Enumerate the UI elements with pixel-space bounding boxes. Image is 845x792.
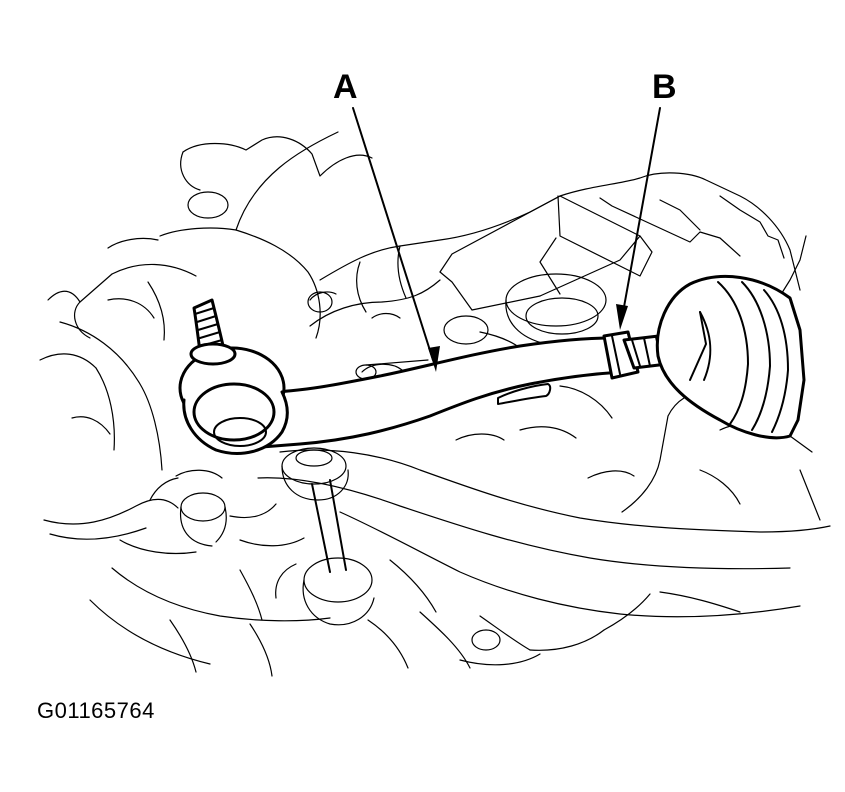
leader-lines	[352, 107, 661, 372]
background-components	[39, 131, 831, 677]
tie-rod-end	[178, 298, 624, 455]
figure-code: G01165764	[37, 698, 155, 723]
arrow-b-head	[616, 304, 628, 330]
steering-rack-boot	[655, 274, 806, 440]
arrow-a-head	[428, 346, 440, 372]
callout-a: A	[333, 68, 358, 106]
callout-b: B	[652, 68, 677, 106]
